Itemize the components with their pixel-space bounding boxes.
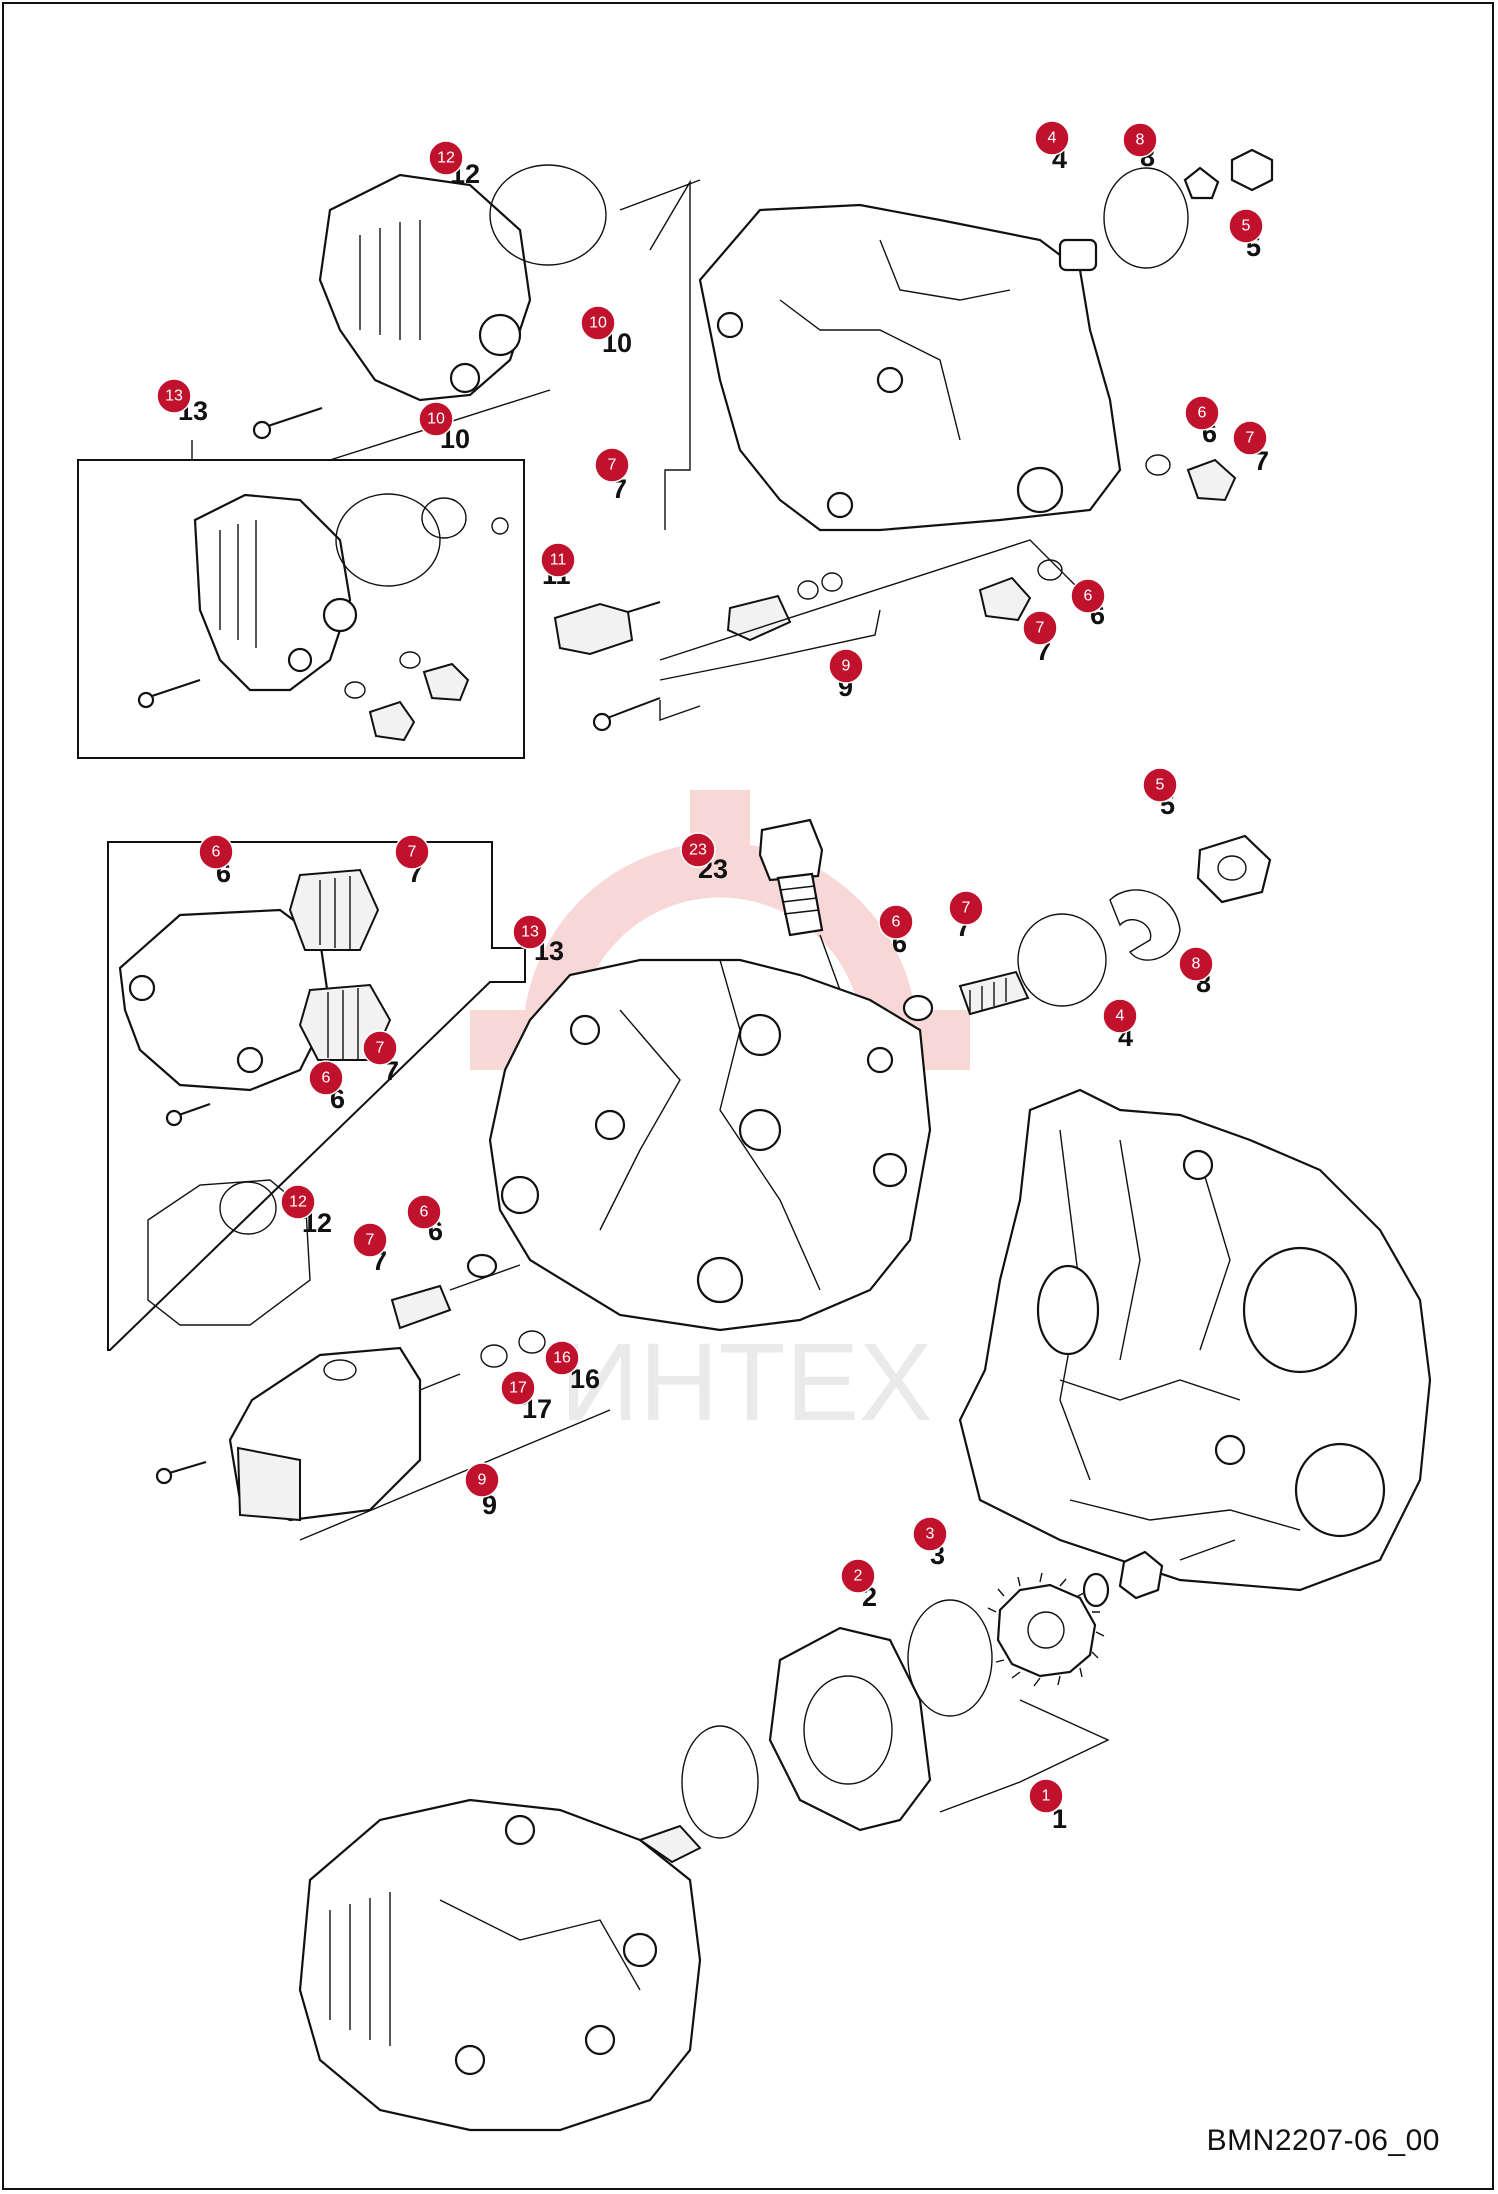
callout-badge: 6 (878, 904, 914, 940)
svg-text:4: 4 (1048, 130, 1057, 147)
callout-badge: 2 (840, 1558, 876, 1594)
svg-text:3: 3 (926, 1526, 935, 1543)
svg-text:7: 7 (1036, 620, 1045, 637)
callout-badge: 6 (198, 834, 234, 870)
plain-label: 9 (482, 1490, 497, 1520)
svg-text:7: 7 (608, 457, 617, 474)
callout-badge: 6 (308, 1060, 344, 1096)
center-pump-housing (155, 818, 1272, 1541)
callout-badge: 10 (580, 305, 616, 341)
callout-badge: 10 (418, 401, 454, 437)
svg-text:5: 5 (1156, 777, 1165, 794)
svg-text:1: 1 (1042, 1788, 1051, 1805)
callout-badge: 7 (362, 1030, 398, 1066)
drawing-reference-code: BMN2207-06_00 (1206, 2124, 1440, 2157)
callout-badge: 3 (912, 1516, 948, 1552)
callout-badge: 17 (500, 1370, 536, 1406)
svg-text:7: 7 (408, 844, 417, 861)
svg-text:12: 12 (437, 150, 455, 167)
callout-badge: 5 (1228, 208, 1264, 244)
svg-text:11: 11 (550, 552, 567, 569)
svg-text:9: 9 (842, 658, 851, 675)
callout-badge: 11 (540, 542, 576, 578)
engine-front-cover (958, 1088, 1432, 1592)
svg-text:10: 10 (589, 315, 607, 332)
svg-text:16: 16 (553, 1350, 571, 1367)
callout-badge: 12 (280, 1184, 316, 1220)
svg-text:10: 10 (427, 411, 445, 428)
plain-label: 1 (1052, 1804, 1067, 1834)
callout-badge: 4 (1102, 998, 1138, 1034)
callout-badge: 12 (428, 140, 464, 176)
callout-badge: 5 (1142, 767, 1178, 803)
callout-badge: 13 (512, 914, 548, 950)
callout-badge: 8 (1178, 946, 1214, 982)
svg-text:7: 7 (376, 1040, 385, 1057)
svg-text:4: 4 (1116, 1008, 1125, 1025)
svg-text:7: 7 (1246, 430, 1255, 447)
svg-text:17: 17 (509, 1380, 527, 1397)
callout-badge: 7 (594, 447, 630, 483)
svg-text:12: 12 (289, 1194, 307, 1211)
inset-box-top (77, 440, 525, 759)
svg-text:8: 8 (1192, 956, 1201, 973)
svg-text:13: 13 (521, 924, 539, 941)
callout-badge: 6 (1070, 578, 1106, 614)
callout-badge: 7 (352, 1222, 388, 1258)
svg-text:8: 8 (1136, 132, 1145, 149)
svg-text:6: 6 (322, 1070, 331, 1087)
drive-gear-group (298, 1539, 1236, 2132)
callout-badge: 1 (1028, 1778, 1064, 1814)
callout-badge: 4 (1034, 120, 1070, 156)
top-pump-assembly (252, 148, 1274, 732)
callout-badge: 9 (464, 1462, 500, 1498)
svg-text:9: 9 (478, 1472, 487, 1489)
callout-badge: 7 (1022, 610, 1058, 646)
svg-text:13: 13 (165, 388, 183, 405)
callout-badge: 16 (544, 1340, 580, 1376)
svg-text:6: 6 (1084, 588, 1093, 605)
svg-text:6: 6 (892, 914, 901, 931)
inset-box-middle (107, 841, 526, 1351)
svg-text:23: 23 (689, 842, 707, 859)
callout-badge: 7 (948, 890, 984, 926)
svg-text:6: 6 (420, 1204, 429, 1221)
svg-text:7: 7 (366, 1232, 375, 1249)
callouts: 12 4 8 5 10 10 13 7 6 7 11 6 7 9 5 23 6 … (156, 120, 1268, 1814)
callout-badge: 7 (394, 834, 430, 870)
watermark-text: ИНТЕХ (560, 1321, 932, 1444)
svg-text:2: 2 (854, 1568, 863, 1585)
callout-badge: 7 (1232, 420, 1268, 456)
svg-text:5: 5 (1242, 218, 1251, 235)
callout-badge: 13 (156, 378, 192, 414)
svg-text:6: 6 (212, 844, 221, 861)
callout-badge: 8 (1122, 122, 1158, 158)
callout-badge: 6 (1184, 395, 1220, 431)
callout-badge: 23 (680, 832, 716, 868)
callout-badge: 6 (406, 1194, 442, 1230)
svg-text:7: 7 (962, 900, 971, 917)
callout-badge: 9 (828, 648, 864, 684)
svg-text:6: 6 (1198, 405, 1207, 422)
